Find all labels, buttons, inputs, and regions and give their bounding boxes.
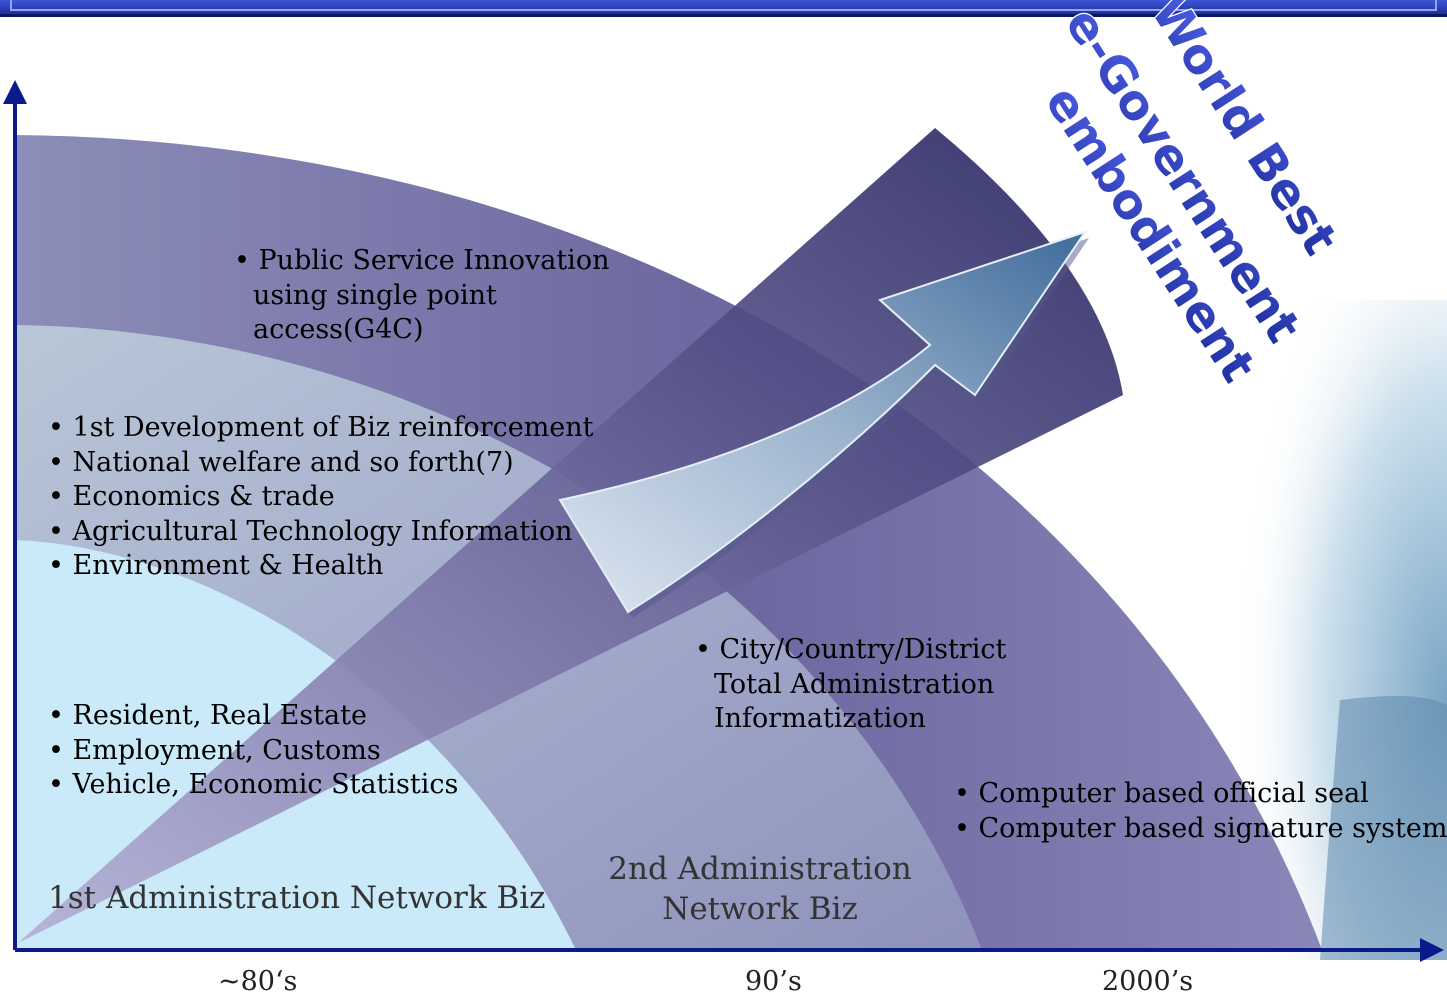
list-item: Vehicle, Economic Statistics (72, 769, 459, 800)
list-item: Employment, Customs (72, 734, 381, 766)
g4c-line-2: using single point (253, 279, 497, 311)
era-second-line-1: 2nd Administration (608, 851, 912, 887)
g4c-block: • Public Service Innovation using single… (234, 244, 609, 348)
list-item: Environment & Health (72, 550, 384, 581)
city-admin-block: • City/Country/District Total Administra… (695, 633, 1006, 737)
x-tick-90s: 90’s (745, 966, 802, 997)
list-item: Economics & trade (72, 481, 335, 512)
list-item: 1st Development of Biz reinforcement (72, 412, 594, 443)
era-label-first: 1st Administration Network Biz (48, 880, 546, 916)
digital-seal-block: • Computer based official seal • Compute… (954, 778, 1447, 844)
list-item: Computer based signature system (978, 812, 1447, 844)
g4c-line-1: Public Service Innovation (258, 245, 610, 276)
city-line-3: Informatization (714, 703, 926, 734)
list-item: Resident, Real Estate (72, 700, 367, 731)
list-item: Computer based official seal (978, 778, 1369, 809)
era-label-second: 2nd Administration Network Biz (600, 849, 920, 929)
header-bar (0, 0, 1447, 17)
list-item: Agricultural Technology Information (72, 515, 573, 547)
first-network-block: • Resident, Real Estate • Employment, Cu… (48, 700, 459, 800)
x-tick-80s: ~80‘s (218, 966, 298, 997)
arrow-icon (558, 230, 1088, 614)
city-line-2: Total Administration (714, 668, 995, 700)
x-tick-2000s: 2000’s (1102, 966, 1194, 997)
biz-reinforcement-block: • 1st Development of Biz reinforcement •… (48, 412, 594, 581)
city-line-1: City/Country/District (719, 634, 1007, 665)
list-item: National welfare and so forth(7) (72, 446, 514, 478)
progress-beam (18, 128, 1123, 943)
era-second-line-2: Network Biz (662, 891, 858, 927)
monitor-icon (1320, 696, 1447, 960)
g4c-line-3: access(G4C) (253, 314, 424, 345)
